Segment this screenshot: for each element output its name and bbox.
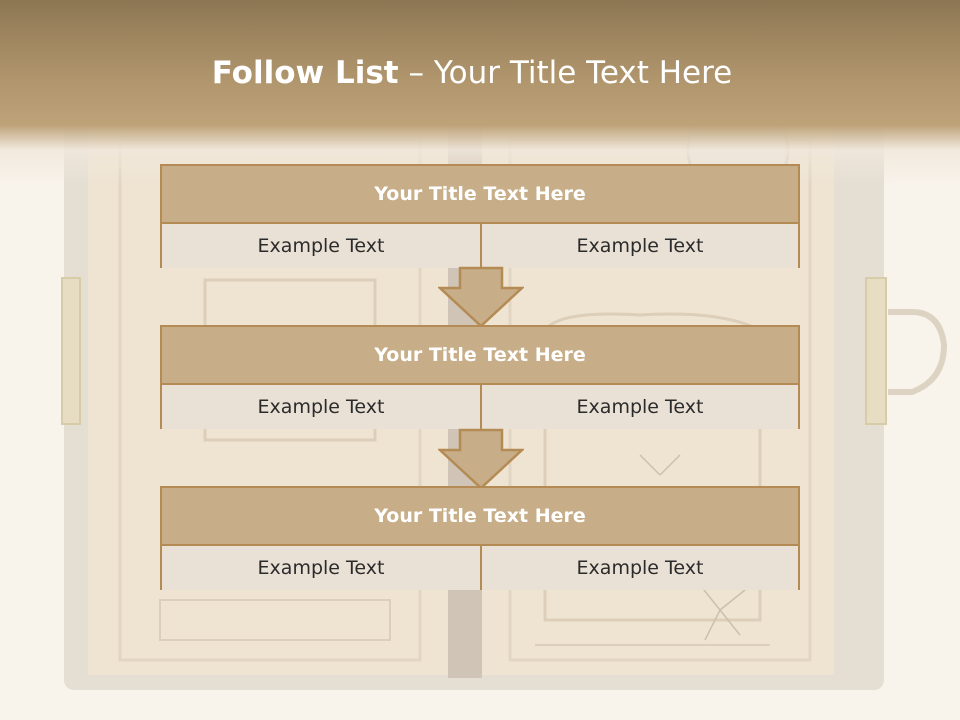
title-rest-part: – Your Title Text Here [408,55,733,91]
step-box-3: Your Title Text Here Example Text Exampl… [160,486,800,590]
down-arrow-icon [438,428,524,490]
step-box-1: Your Title Text Here Example Text Exampl… [160,164,800,268]
step-title: Your Title Text Here [162,327,798,385]
step-cell-left: Example Text [162,546,482,590]
step-cell-left: Example Text [162,224,482,268]
step-box-2: Your Title Text Here Example Text Exampl… [160,325,800,429]
down-arrow-icon [438,266,524,328]
title-band [0,0,960,185]
step-cell-right: Example Text [482,546,798,590]
step-cell-right: Example Text [482,385,798,429]
step-title: Your Title Text Here [162,166,798,224]
slide-title: Follow List – Your Title Text Here [0,55,944,91]
step-cell-right: Example Text [482,224,798,268]
title-bold-part: Follow List [211,55,399,91]
step-title: Your Title Text Here [162,488,798,546]
step-cell-left: Example Text [162,385,482,429]
